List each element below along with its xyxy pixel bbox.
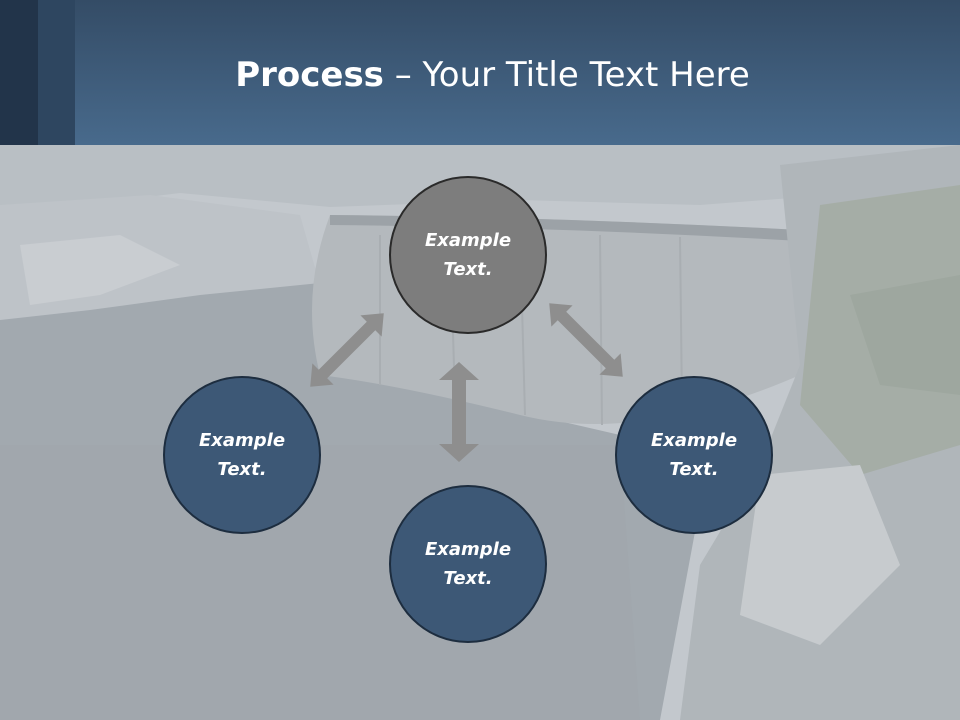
title-bar: Process – Your Title Text Here: [0, 0, 960, 145]
process-node-left-text: Example Text.: [198, 430, 286, 480]
slide-title[interactable]: Process – Your Title Text Here: [75, 52, 910, 98]
process-node-left[interactable]: Example Text.: [163, 376, 321, 534]
process-node-top[interactable]: Example Text.: [389, 176, 547, 334]
process-node-top-text: Example Text.: [424, 230, 512, 280]
arrow-vertical: [439, 362, 479, 462]
process-node-right-text: Example Text.: [650, 430, 738, 480]
process-node-bottom[interactable]: Example Text.: [389, 485, 547, 643]
process-node-bottom-text: Example Text.: [424, 539, 512, 589]
process-node-right[interactable]: Example Text.: [615, 376, 773, 534]
header-accent-bar-dark: [0, 0, 38, 145]
arrow-top-left: [310, 313, 384, 387]
arrow-top-right: [549, 303, 623, 377]
slide-title-rest: – Your Title Text Here: [383, 55, 750, 95]
slide-title-bold: Process: [235, 55, 384, 95]
header-accent-bar: [38, 0, 75, 145]
